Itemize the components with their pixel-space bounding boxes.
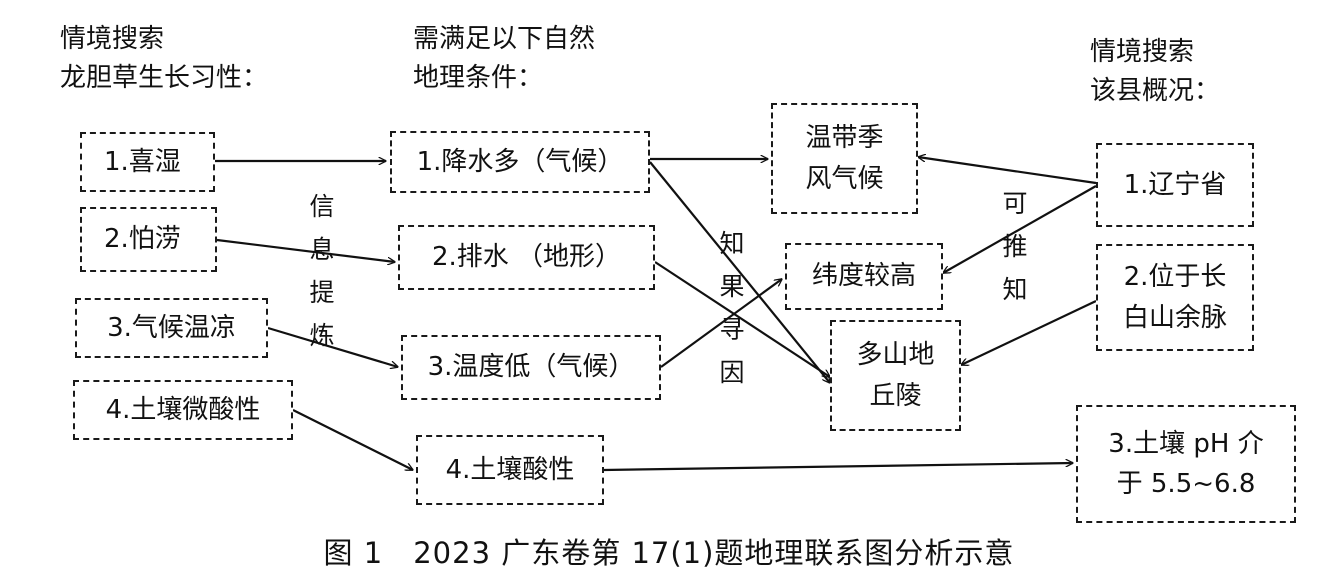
box-text: 3.土壤 pH 介 <box>1108 428 1264 459</box>
vertical-char: 信 <box>309 192 335 221</box>
vertical-char: 因 <box>719 358 745 387</box>
connector-arrows <box>215 0 1097 472</box>
arrow-cond2-terrain <box>654 261 830 377</box>
box-text: 多山地 <box>856 340 935 371</box>
header-natural-conditions: 需满足以下自然 地理条件： <box>413 20 595 98</box>
county-box-soil-ph: 3.土壤 pH 介 于 5.5~6.8 <box>1076 405 1296 523</box>
arrow-county1-latitude <box>943 185 1097 274</box>
arrow-cond1-terrain <box>649 161 830 383</box>
condition-box-acidic-soil: 4.土壤酸性 <box>416 435 604 505</box>
header-line: 需满足以下自然 <box>413 24 596 54</box>
box-text: 白山余脉 <box>1122 302 1227 333</box>
label-information-refinement: 信 息 提 炼 <box>307 185 337 357</box>
condition-box-more-precipitation: 1.降水多（气候） <box>390 131 650 193</box>
vertical-char: 果 <box>719 272 745 301</box>
arrow-habit2-cond2 <box>216 238 395 262</box>
header-line: 情境搜索 <box>60 24 165 54</box>
box-text: 2.排水 （地形） <box>431 242 622 273</box>
county-box-liaoning: 1.辽宁省 <box>1096 143 1254 227</box>
vertical-char: 寻 <box>719 315 745 344</box>
habit-box-cool-climate: 3.气候温凉 <box>75 298 268 358</box>
label-can-infer: 可 推 知 <box>1000 182 1030 311</box>
box-text: 1.喜湿 <box>104 146 181 177</box>
box-text: 纬度较高 <box>811 261 916 292</box>
box-text: 1.辽宁省 <box>1123 169 1227 200</box>
label-effect-to-cause: 知 果 寻 因 <box>717 222 747 394</box>
header-county-overview: 情境搜索 该县概况： <box>1090 33 1220 111</box>
box-text: 1.降水多（气候） <box>416 146 624 177</box>
box-text: 丘陵 <box>869 380 922 411</box>
result-box-mountains-hills: 多山地 丘陵 <box>830 320 961 431</box>
header-gentian-habits: 情境搜索 龙胆草生长习性： <box>60 20 268 98</box>
result-box-high-latitude: 纬度较高 <box>785 243 943 310</box>
vertical-char: 息 <box>309 235 335 264</box>
box-text: 风气候 <box>805 163 884 194</box>
header-line: 龙胆草生长习性： <box>60 63 269 93</box>
vertical-char: 炼 <box>309 321 335 350</box>
habit-box-slightly-acidic-soil: 4.土壤微酸性 <box>73 380 293 440</box>
result-box-temperate-monsoon: 温带季 风气候 <box>771 103 918 214</box>
condition-box-drainage: 2.排水 （地形） <box>398 225 655 290</box>
header-line: 该县概况： <box>1090 76 1221 106</box>
arrow-habit3-cond3 <box>267 326 398 367</box>
header-line: 地理条件： <box>413 63 544 93</box>
arrow-habit4-cond4 <box>292 409 413 471</box>
vertical-char: 知 <box>719 229 745 258</box>
box-text: 4.土壤微酸性 <box>105 394 261 425</box>
arrow-cond4-county3 <box>603 463 1073 472</box>
habit-box-fears-waterlogging: 2.怕涝 <box>80 207 217 272</box>
vertical-char: 推 <box>1002 232 1028 261</box>
box-text: 3.温度低（气候） <box>427 352 635 383</box>
arrow-county2-terrain <box>961 300 1097 365</box>
condition-box-low-temperature: 3.温度低（气候） <box>401 335 661 400</box>
vertical-char: 提 <box>309 278 335 307</box>
box-text: 温带季 <box>805 123 884 154</box>
figure-caption: 图 1 2023 广东卷第 17(1)题地理联系图分析示意 <box>323 536 1015 570</box>
vertical-char: 可 <box>1002 189 1028 218</box>
header-line: 情境搜索 <box>1090 37 1195 67</box>
habit-box-likes-moisture: 1.喜湿 <box>80 132 215 192</box>
arrow-county1-climate <box>918 157 1097 185</box>
vertical-char: 知 <box>1002 275 1028 304</box>
box-text: 2.位于长 <box>1123 262 1227 293</box>
box-text: 4.土壤酸性 <box>445 454 575 485</box>
box-text: 2.怕涝 <box>104 224 181 255</box>
county-box-changbai-branch: 2.位于长 白山余脉 <box>1096 244 1254 351</box>
arrow-cond3-latitude <box>660 279 782 368</box>
box-text: 3.气候温凉 <box>107 312 236 343</box>
box-text: 于 5.5~6.8 <box>1116 469 1256 499</box>
